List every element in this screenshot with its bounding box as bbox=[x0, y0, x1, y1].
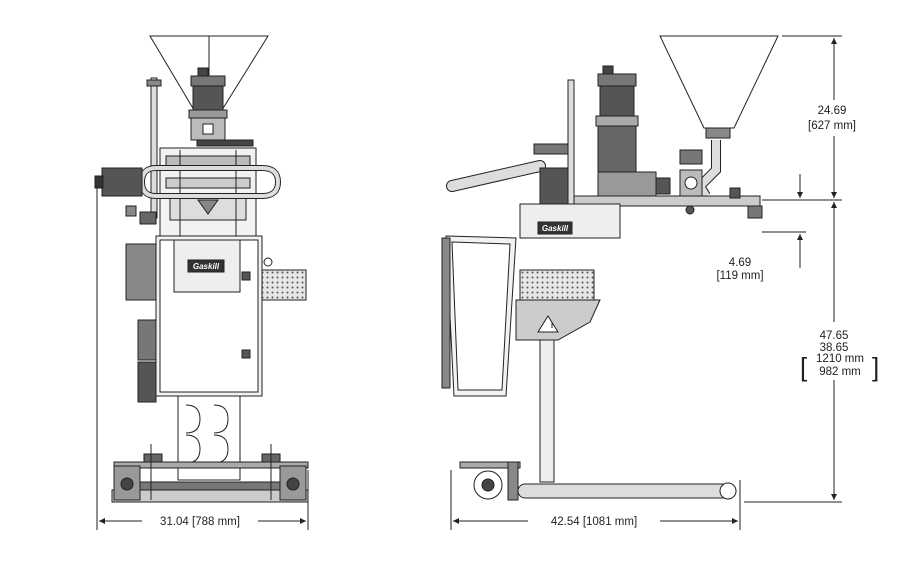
front-control-box: Gaskill bbox=[155, 235, 263, 397]
side-fittings bbox=[679, 149, 703, 197]
overall-height-dimension: 47.65 38.65 [ 1210 mm 982 mm ] bbox=[744, 202, 882, 503]
front-width-label: 31.04 [788 mm] bbox=[160, 516, 240, 528]
side-width-dimension: 42.54 [1081 mm] bbox=[450, 470, 741, 530]
hopper-height-dimension: 24.69 [627 mm] bbox=[762, 35, 860, 201]
nozzle-offset-in: 4.69 bbox=[729, 257, 751, 269]
side-perforated-step bbox=[519, 269, 595, 301]
height-min-in: 38.65 bbox=[820, 342, 849, 354]
front-motor bbox=[188, 67, 254, 147]
front-handle bbox=[138, 165, 282, 199]
front-side-motor bbox=[94, 167, 143, 217]
height-max-mm: 1210 mm bbox=[816, 353, 864, 365]
front-logo: Gaskill bbox=[187, 259, 225, 273]
nozzle-offset-dimension: 4.69 [119 mm] bbox=[716, 174, 806, 282]
side-handle bbox=[446, 143, 569, 192]
front-view: Gaskill bbox=[94, 35, 309, 503]
height-max-in: 47.65 bbox=[820, 330, 849, 342]
hopper-height-in: 24.69 bbox=[818, 105, 847, 117]
side-logo-text: Gaskill bbox=[542, 224, 569, 233]
side-bracket bbox=[515, 299, 601, 341]
front-step-knob bbox=[263, 257, 273, 267]
hopper-height-mm: [627 mm] bbox=[808, 120, 856, 132]
front-logo-text: Gaskill bbox=[193, 262, 220, 271]
side-view: Gaskill bbox=[441, 35, 779, 501]
height-min-mm: 982 mm bbox=[819, 366, 861, 378]
side-base bbox=[459, 461, 737, 501]
side-column bbox=[539, 339, 555, 483]
side-width-label: 42.54 [1081 mm] bbox=[551, 516, 637, 528]
side-post bbox=[567, 79, 575, 211]
side-body: Gaskill bbox=[519, 167, 621, 239]
front-perforated-step bbox=[261, 269, 307, 301]
nozzle-offset-mm: [119 mm] bbox=[716, 270, 763, 282]
side-motor bbox=[595, 65, 671, 201]
side-control-box bbox=[441, 235, 517, 397]
front-left-enclosure bbox=[125, 243, 157, 403]
front-base bbox=[111, 444, 309, 503]
front-width-dimension: 31.04 [788 mm] bbox=[96, 185, 309, 530]
side-hopper bbox=[659, 35, 779, 139]
height-bracket-right: ] bbox=[872, 352, 879, 382]
height-bracket-left: [ bbox=[800, 352, 808, 382]
